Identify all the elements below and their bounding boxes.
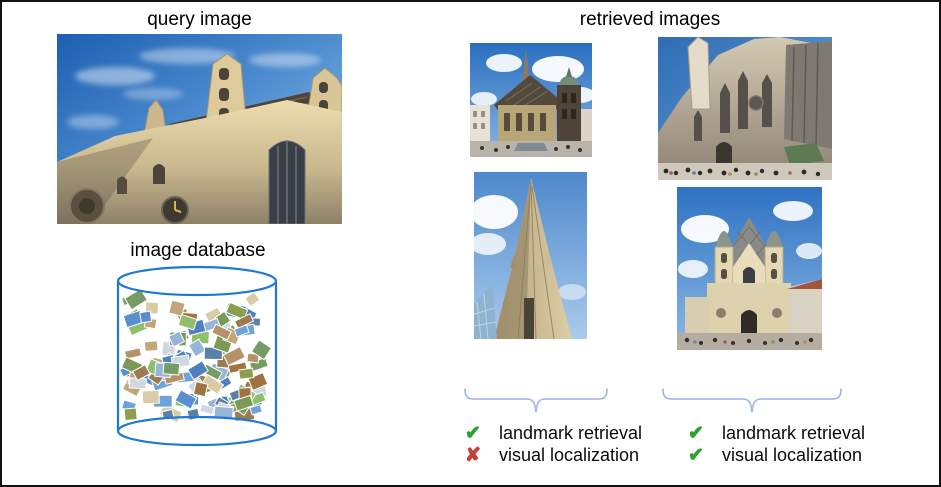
right-group-brace [662,388,842,413]
left-result-list: ✔ landmark retrieval ✘ visual localizati… [461,423,642,466]
retrieved-photo-4 [677,187,822,350]
cathedral-facade-crowd-image [658,37,832,180]
check-icon: ✔ [688,445,704,466]
result-row: ✔ landmark retrieval [461,423,642,444]
retrieved-images-title: retrieved images [579,9,721,30]
image-database-cylinder [116,265,278,447]
image-database-title: image database [130,240,266,261]
cross-icon: ✘ [465,445,481,466]
check-icon: ✔ [688,423,704,444]
left-group-brace [464,388,608,413]
result-label: visual localization [722,445,863,465]
retrieved-photo-1 [470,43,592,157]
retrieved-photo-2 [658,37,832,180]
query-image-title: query image [147,9,252,30]
photo-collage [119,288,273,424]
result-row: ✘ visual localization [461,445,642,466]
cathedral-side-view-image [470,43,592,157]
check-icon: ✔ [465,423,481,444]
result-label: landmark retrieval [499,423,643,443]
cathedral-front-view-image [677,187,822,350]
right-result-list: ✔ landmark retrieval ✔ visual localizati… [684,423,865,466]
result-row: ✔ landmark retrieval [684,423,865,444]
result-label: visual localization [499,445,640,465]
result-row: ✔ visual localization [684,445,865,466]
retrieved-photo-3 [474,172,587,339]
result-label: landmark retrieval [722,423,866,443]
cathedral-spire-image [474,172,587,339]
cathedral-low-angle-image [57,34,342,224]
query-photo [57,34,342,224]
